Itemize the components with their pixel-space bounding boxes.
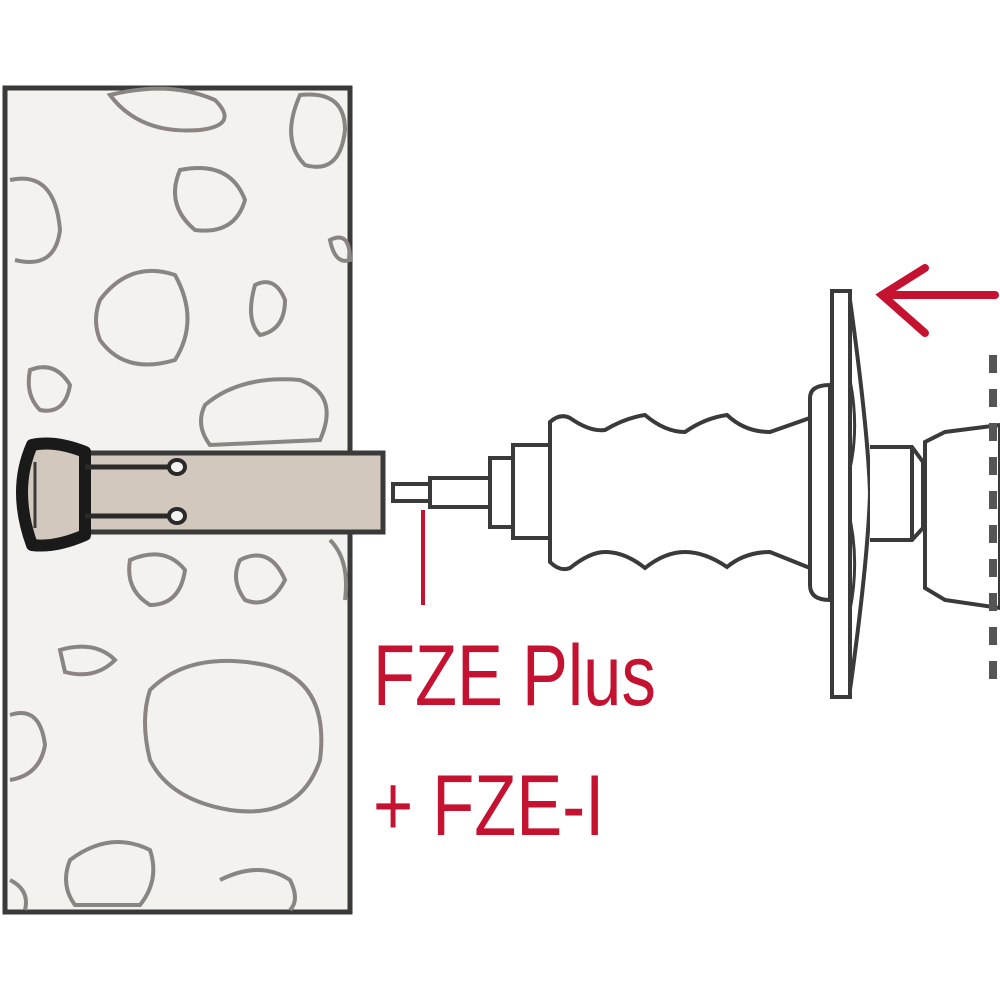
arrow-left-icon [875, 264, 999, 337]
aggregate-stones [9, 86, 353, 912]
setting-tool [923, 355, 1000, 690]
product-label-fze-i: + FZE-I [373, 758, 604, 854]
anchor-sleeve [16, 437, 386, 552]
product-label-fze-plus: FZE Plus [373, 628, 656, 724]
fze-screw-assembly [391, 289, 925, 699]
label-group: FZE Plus + FZE-I [373, 628, 656, 854]
